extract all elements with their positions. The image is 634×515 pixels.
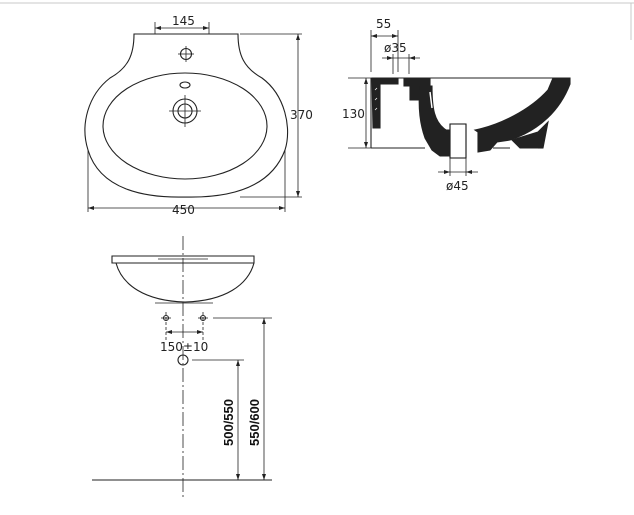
dim-height: 370 — [290, 108, 313, 122]
section-dimensions — [348, 30, 478, 176]
section-back-wall — [371, 77, 399, 129]
section-waste — [449, 123, 467, 159]
dim-fixing-height: 550/600 — [247, 399, 262, 446]
section-front-leg — [510, 120, 549, 149]
dim-overflow-diameter: ø35 — [384, 41, 407, 55]
basin-bowl — [102, 72, 268, 180]
dim-width: 450 — [172, 203, 195, 217]
overflow-slot — [179, 81, 191, 89]
front-view — [92, 236, 272, 500]
dim-tap-spacing: 145 — [172, 14, 195, 28]
dim-fixing-spacing: 150±10 — [160, 340, 208, 354]
section-bowl-front — [473, 77, 571, 153]
front-basin — [111, 255, 255, 303]
dim-waste-height: 500/550 — [221, 399, 236, 446]
dim-depth: 130 — [342, 107, 365, 121]
section-view — [370, 77, 571, 159]
dim-waste-diameter: ø45 — [446, 179, 469, 193]
basin-outline — [84, 33, 289, 198]
dim-offset: 55 — [376, 17, 391, 31]
top-view — [84, 22, 302, 212]
waste-point — [177, 354, 189, 366]
